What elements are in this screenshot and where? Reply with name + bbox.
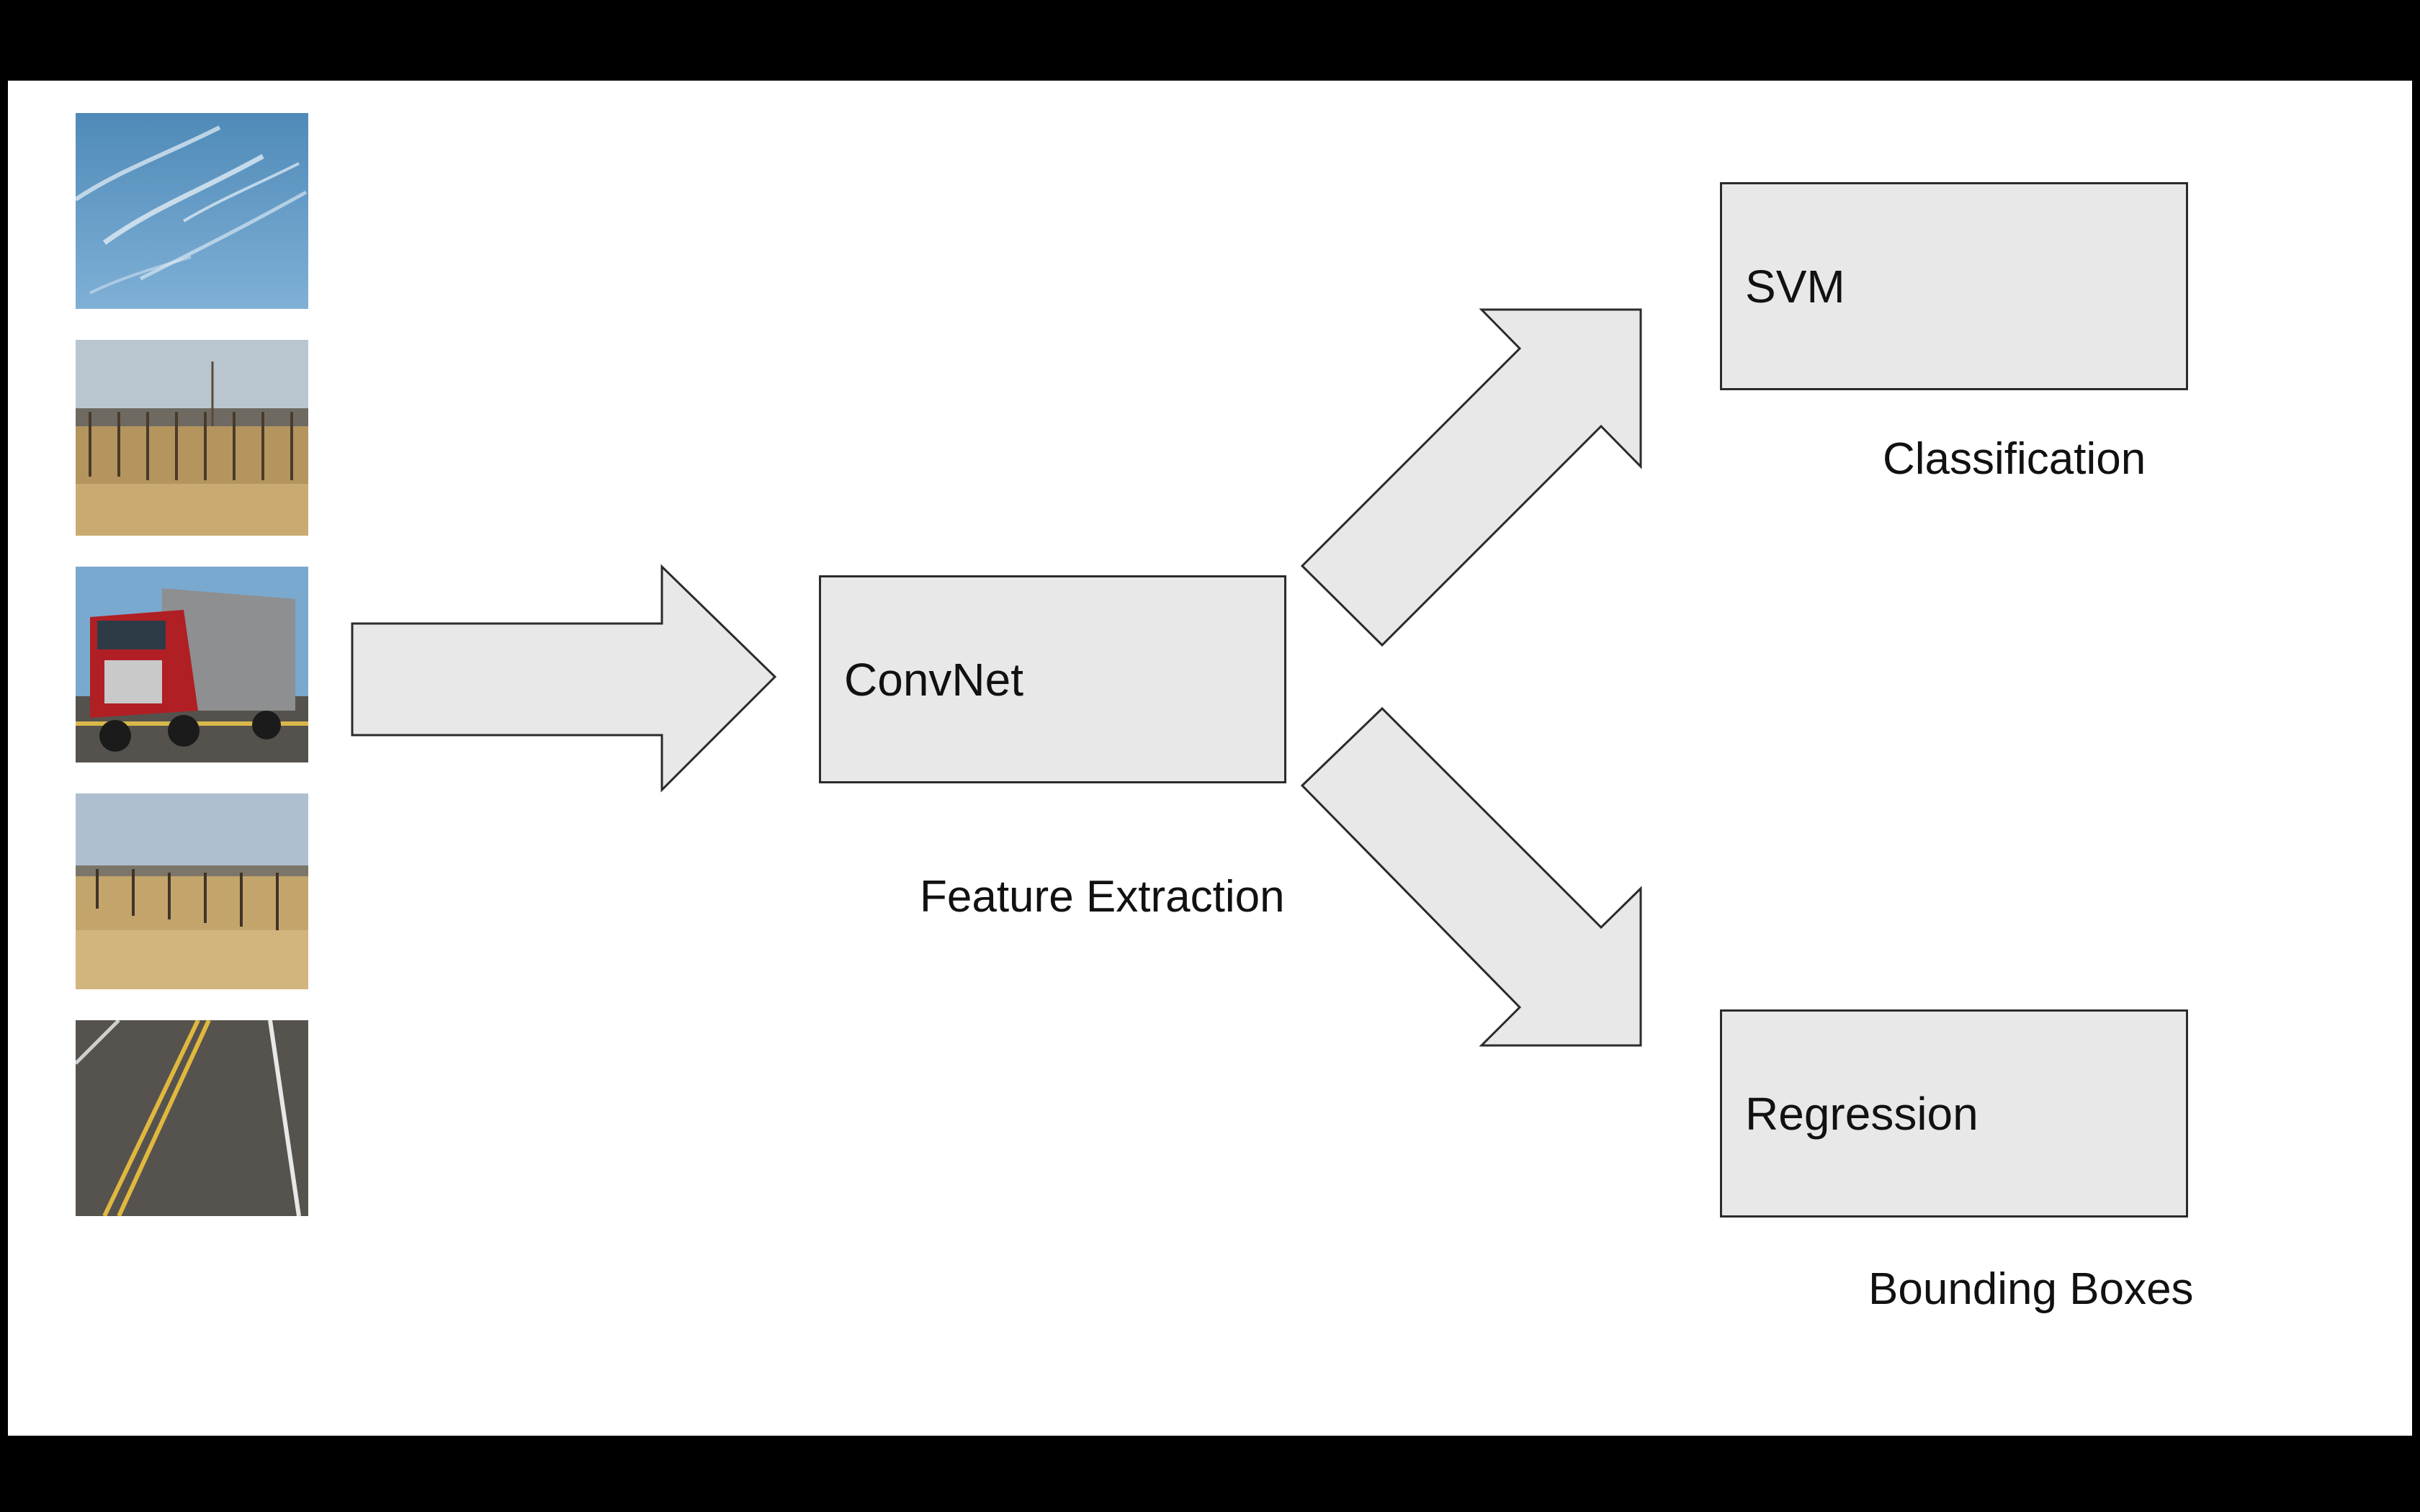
thumbnail-asphalt-road: [76, 1020, 308, 1216]
classification-caption: Classification: [1883, 434, 2146, 484]
thumbnail-dry-grass-field: [76, 793, 308, 989]
up-right-arrow-icon: [1300, 308, 1642, 647]
convnet-label: ConvNet: [844, 653, 1023, 706]
regression-box: Regression: [1720, 1009, 2188, 1218]
svm-label: SVM: [1745, 260, 1845, 312]
thumbnail-prairie-fence: [76, 340, 308, 536]
convnet-box: ConvNet: [819, 575, 1286, 783]
input-arrow-group: [351, 308, 1642, 1047]
input-arrow-icon: [351, 564, 777, 793]
svm-box: SVM: [1720, 182, 2188, 390]
regression-label: Regression: [1745, 1087, 1978, 1140]
down-right-arrow-icon: [1300, 706, 1642, 1047]
thumbnail-red-semi-truck: [76, 567, 308, 762]
feature-extraction-caption: Feature Extraction: [920, 872, 1285, 922]
bounding-boxes-caption: Bounding Boxes: [1868, 1264, 2194, 1314]
thumbnail-sky-clouds: [76, 113, 308, 309]
slide-canvas: ConvNet SVM Regression Feature Extractio…: [8, 81, 2412, 1436]
